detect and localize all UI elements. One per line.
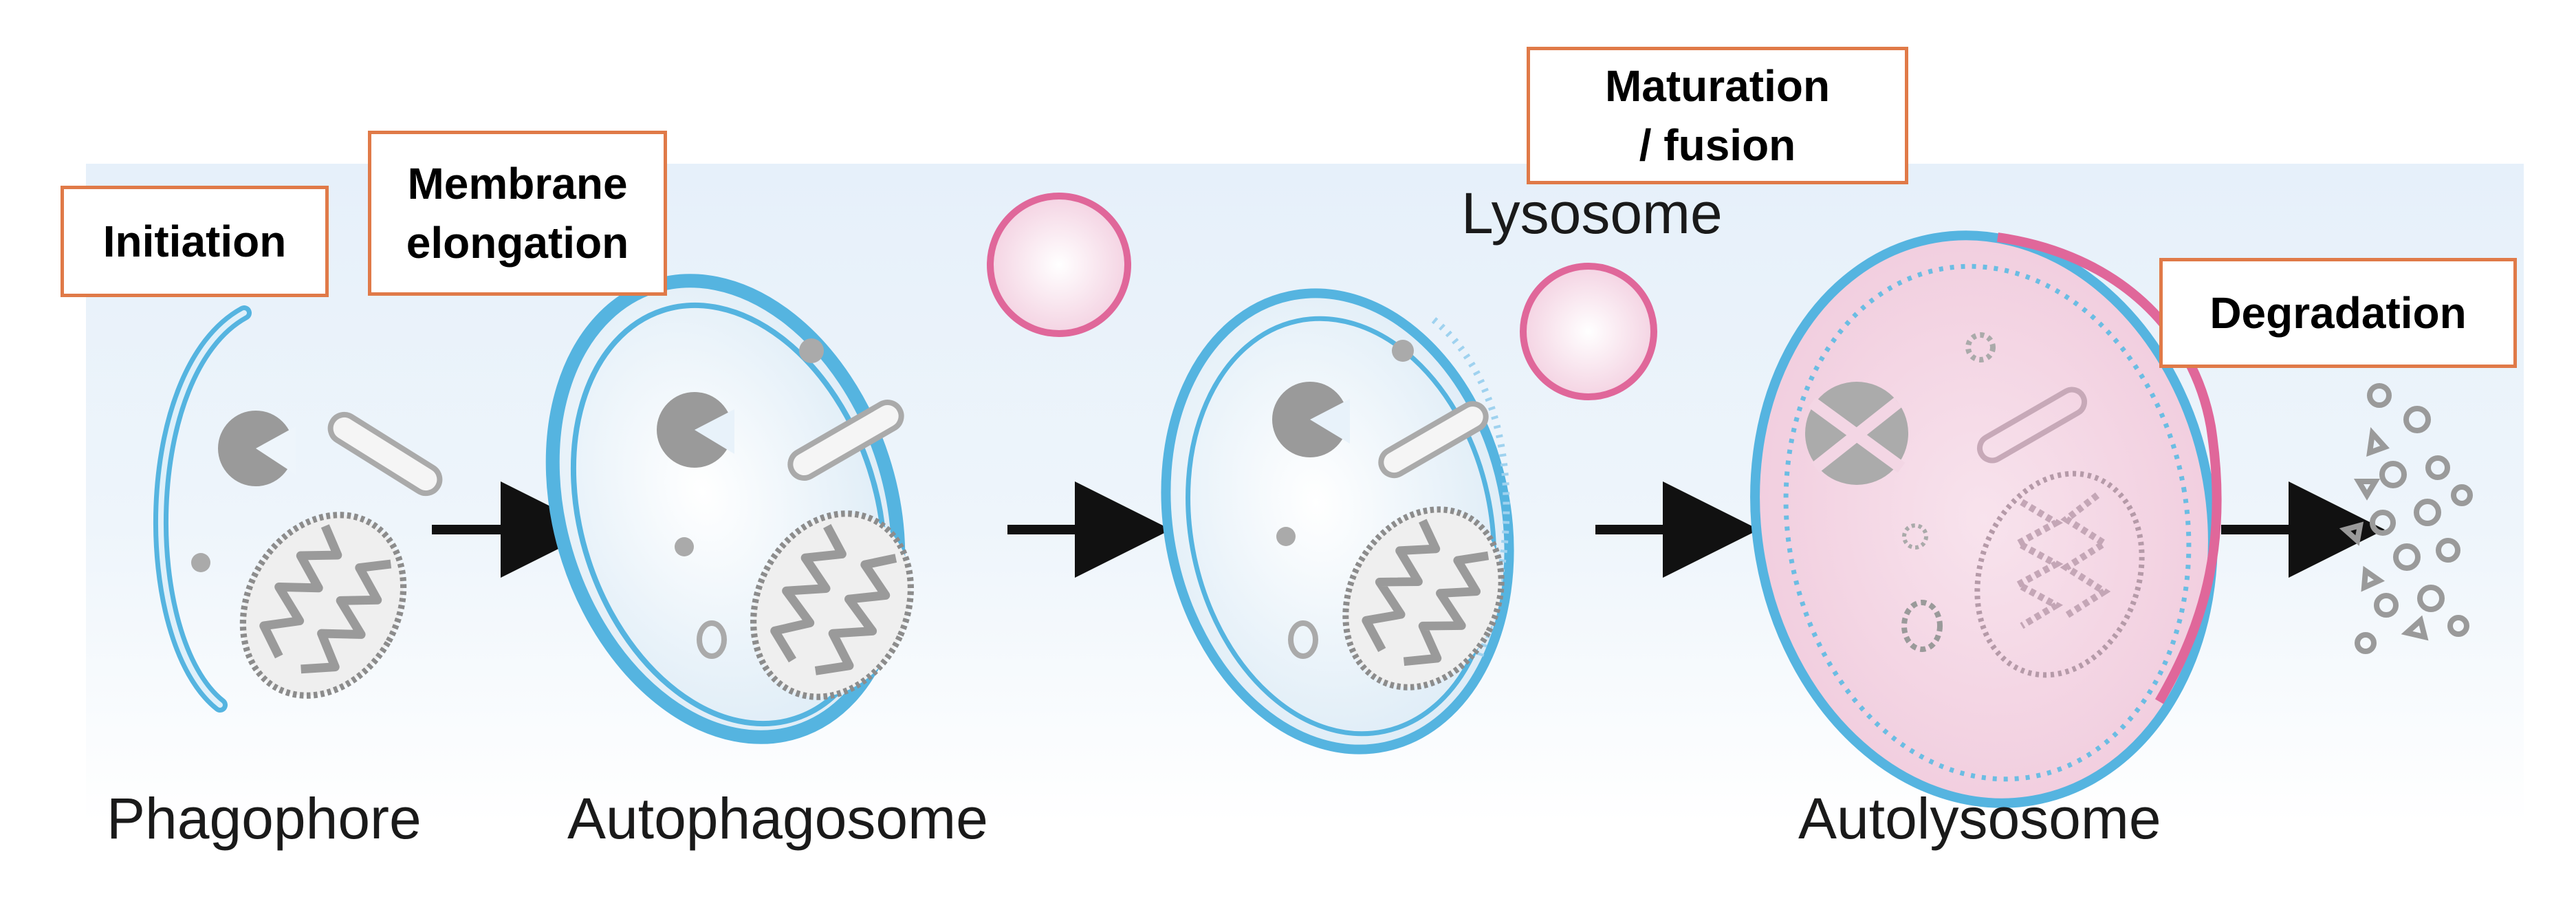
phagophore-granule [191, 553, 210, 572]
stage-label-membrane-elongation: Membrane elongation [368, 131, 667, 296]
autophagosome [545, 274, 955, 744]
maturation-fusion-line-2: / fusion [1639, 120, 1796, 170]
degradation-products [2339, 383, 2473, 654]
phagophore [153, 305, 443, 725]
lysosome-vesicle-icon [987, 193, 1131, 337]
autophagosome-inner-membrane [570, 302, 888, 727]
membrane-elongation-line-2: elongation [406, 218, 629, 268]
fusing-autophagosome [1161, 263, 1657, 755]
caption-lysosome: Lysosome [1461, 181, 1723, 246]
maturation-fusion-line-1: Maturation [1604, 61, 1831, 111]
caption-autophagosome: Autophagosome [567, 786, 988, 851]
caption-phagophore: Phagophore [107, 786, 422, 851]
stage-label-degradation: Degradation [2159, 258, 2517, 368]
autolysosome [1750, 230, 2222, 808]
autolysosome-degraded-mitochondrion [1974, 470, 2145, 678]
phagophore-er-fragment [327, 411, 443, 497]
caption-autolysosome: Autolysosome [1798, 786, 2161, 851]
stage-label-initiation: Initiation [61, 186, 329, 297]
membrane-elongation-line-1: Membrane [407, 159, 628, 208]
stage-label-maturation-fusion: Maturation / fusion [1527, 47, 1908, 184]
lysosome-fusing-icon [1520, 263, 1657, 400]
autolysosome-membrane [1750, 230, 2218, 808]
